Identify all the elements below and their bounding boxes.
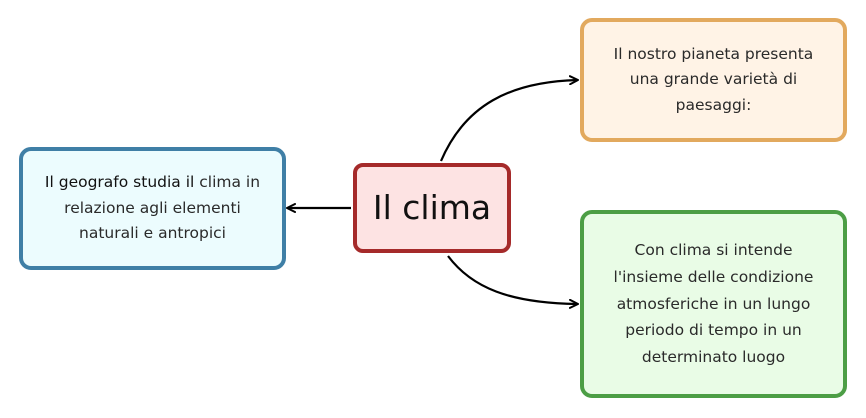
top-right-node-text: Il nostro pianeta presenta una grande va… — [613, 44, 814, 114]
left-node: Il geografo studia il clima in relazione… — [19, 147, 286, 270]
bottom-right-node-text: Con clima si intende l'insieme delle con… — [613, 241, 814, 366]
bottom-right-node: Con clima si intende l'insieme delle con… — [580, 210, 847, 398]
connector-to-bottom-right — [447, 255, 579, 309]
connector-to-top-right — [439, 75, 579, 162]
left-node-text-part1: Il geografo studia il — [44, 173, 195, 192]
left-node-text-part2: clima in relazione agli elementi natural… — [64, 173, 261, 243]
left-node-text: Il geografo studia il clima in relazione… — [23, 170, 282, 247]
top-right-node: Il nostro pianeta presenta una grande va… — [580, 18, 847, 142]
center-node-label: Il clima — [372, 187, 492, 227]
center-node: Il clima — [353, 163, 511, 253]
